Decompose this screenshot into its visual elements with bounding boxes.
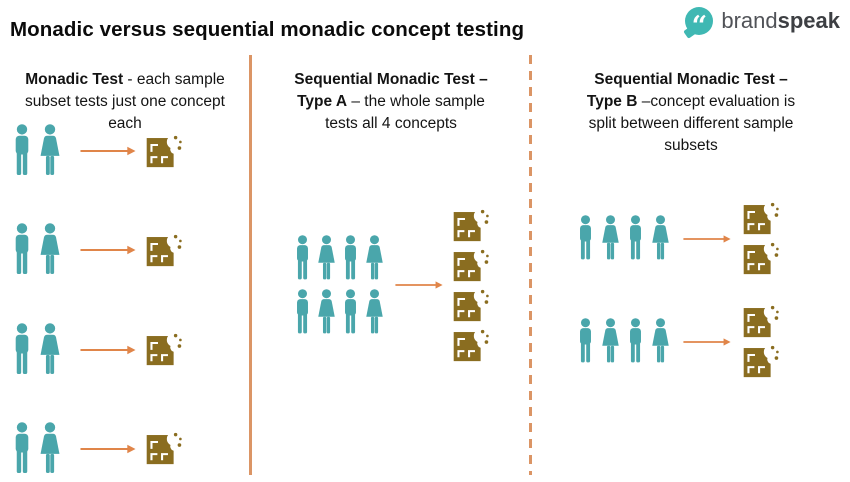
test-flow-row [0,223,250,277]
monadic-test-figures [0,124,250,476]
type-a-figures [252,150,530,420]
concept-chocolate-icon [146,432,182,465]
person-man-icon [579,318,591,363]
arrow-icon [682,337,731,346]
concept-stack [453,208,490,362]
person-man-icon [297,234,308,279]
person-woman-icon [601,318,619,363]
concept-chocolate-icon [743,242,779,275]
test-flow-row [532,305,822,378]
column-heading-type-b: Sequential Monadic Test – Type B –concep… [582,69,800,157]
concept-chocolate-icon [743,345,779,378]
quote-glyph: “ [691,11,708,42]
logo-text-brand: brand [721,8,778,33]
concept-chocolate-icon [146,333,182,366]
person-woman-icon [366,234,383,279]
person-woman-icon [601,215,619,260]
arrow-icon [682,234,731,243]
sample-group [10,124,62,178]
concept-chocolate-icon [453,248,489,281]
person-woman-icon [651,215,669,260]
concept-stack [743,202,780,275]
logo-wordmark: brandspeak [721,8,840,34]
person-woman-icon [651,318,669,363]
sample-group [10,422,62,476]
column-divider-dashed [529,55,532,475]
logo-text-speak: speak [777,8,840,33]
person-woman-icon [40,322,60,374]
column-heading-monadic: Monadic Test - each sample subset tests … [20,69,230,135]
arrow-icon [80,444,136,454]
concept-stack [743,305,780,378]
brandspeak-logo: “ brandspeak [683,7,840,40]
person-man-icon [15,223,29,275]
sample-group [292,234,385,336]
sample-group [10,223,62,277]
arrow-icon [80,146,136,156]
concept-stack [146,134,183,168]
heading-regular-text: – the whole sample tests all 4 concepts [325,92,485,132]
page-title: Monadic versus sequential monadic concep… [10,17,525,41]
sample-group [10,322,62,377]
concept-chocolate-icon [453,288,489,321]
concept-stack [146,432,183,465]
person-woman-icon [40,124,60,175]
concept-chocolate-icon [743,202,779,235]
person-man-icon [345,234,356,279]
heading-regular-text: - each sample subset tests just one conc… [25,70,225,132]
concept-stack [146,234,183,267]
concept-chocolate-icon [453,328,489,361]
test-flow-row [0,422,250,476]
person-woman-icon [318,234,335,279]
heading-bold-text: Sequential Monadic Test – Type B [586,70,788,110]
column-divider-solid [249,55,252,475]
person-man-icon [297,288,308,333]
test-flow-row [0,322,250,377]
test-flow-row [0,124,250,178]
person-man-icon [629,318,641,363]
person-man-icon [629,215,641,260]
sample-group [575,318,671,365]
speech-bubble-quote-icon: “ [683,7,714,40]
arrow-icon [80,246,136,255]
test-flow-row [292,208,490,362]
person-woman-icon [318,288,335,333]
concept-chocolate-icon [146,134,182,167]
heading-bold-text: Monadic Test [25,70,124,88]
sample-group [575,215,671,262]
arrow-icon [80,345,136,354]
person-man-icon [579,215,591,260]
test-flow-row [532,202,822,275]
person-man-icon [15,422,29,473]
person-man-icon [345,288,356,333]
person-woman-icon [40,422,60,473]
heading-bold-text: Sequential Monadic Test – Type A [294,70,488,110]
type-b-figures [532,202,850,378]
arrow-icon [395,281,443,289]
concept-chocolate-icon [146,234,182,266]
person-man-icon [15,322,29,374]
concept-chocolate-icon [453,208,489,241]
heading-regular-text: –concept evaluation is split between dif… [588,92,796,154]
person-man-icon [15,124,29,175]
column-heading-type-a: Sequential Monadic Test – Type A – the w… [281,69,501,135]
concept-stack [146,333,183,366]
concept-chocolate-icon [743,305,779,338]
person-woman-icon [366,288,383,333]
person-woman-icon [40,223,60,275]
